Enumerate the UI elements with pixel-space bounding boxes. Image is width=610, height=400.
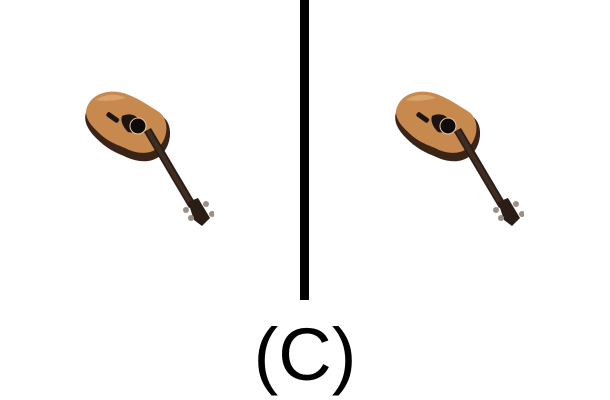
guitar-headstock <box>498 198 520 226</box>
acoustic-guitar-icon <box>395 91 524 226</box>
left-panel <box>0 0 300 300</box>
guitar-tuner <box>519 211 524 217</box>
guitar-bridge <box>106 112 120 123</box>
guitar-soundhole-ring <box>129 117 147 135</box>
guitar-neck-fretboard <box>146 130 193 205</box>
guitar-tuner <box>188 215 194 221</box>
guitar-tuner <box>493 207 499 213</box>
option-caption: (C) <box>253 313 357 396</box>
guitar-top-highlight <box>96 94 126 101</box>
guitar-neck-fretboard <box>456 130 503 205</box>
guitar-tuner <box>209 211 214 217</box>
guitar-tuner <box>183 207 189 213</box>
guitar-headstock <box>188 198 210 226</box>
guitar-soundhole <box>440 118 456 134</box>
acoustic-guitar-icon <box>85 91 214 226</box>
guitar-tuner <box>513 201 519 207</box>
guitar-soundhole-ring <box>439 117 457 135</box>
guitar-tuner <box>498 215 504 221</box>
guitar-bridge <box>416 112 430 123</box>
guitar-top-highlight <box>406 94 436 101</box>
vertical-divider <box>300 0 309 300</box>
right-panel <box>310 0 610 300</box>
guitar-soundhole <box>130 118 146 134</box>
guitar-tuner <box>203 201 209 207</box>
